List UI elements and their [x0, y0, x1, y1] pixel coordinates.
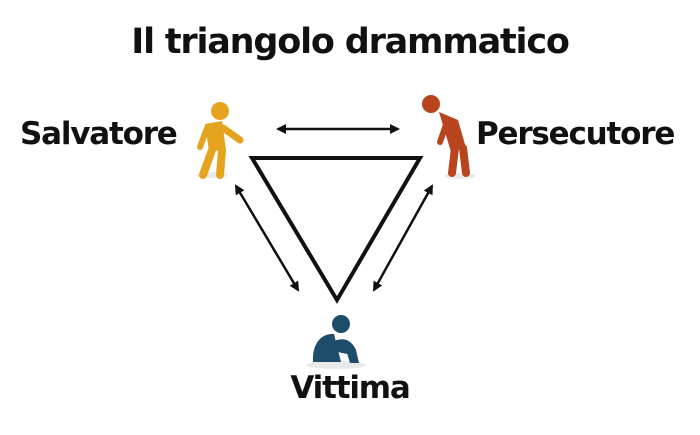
drama-triangle — [248, 156, 424, 304]
victim-figure-icon — [306, 315, 366, 369]
label-rescuer: Salvatore — [20, 116, 178, 152]
rescuer-figure-icon — [196, 102, 244, 179]
arrow-rescuer-victim — [234, 184, 300, 292]
label-persecutor: Persecutore — [476, 116, 675, 152]
persecutor-figure-icon — [422, 95, 476, 179]
arrow-persecutor-victim — [372, 184, 434, 292]
diagram-title: Il triangolo drammatico — [131, 22, 570, 62]
label-victim: Vittima — [290, 370, 410, 406]
